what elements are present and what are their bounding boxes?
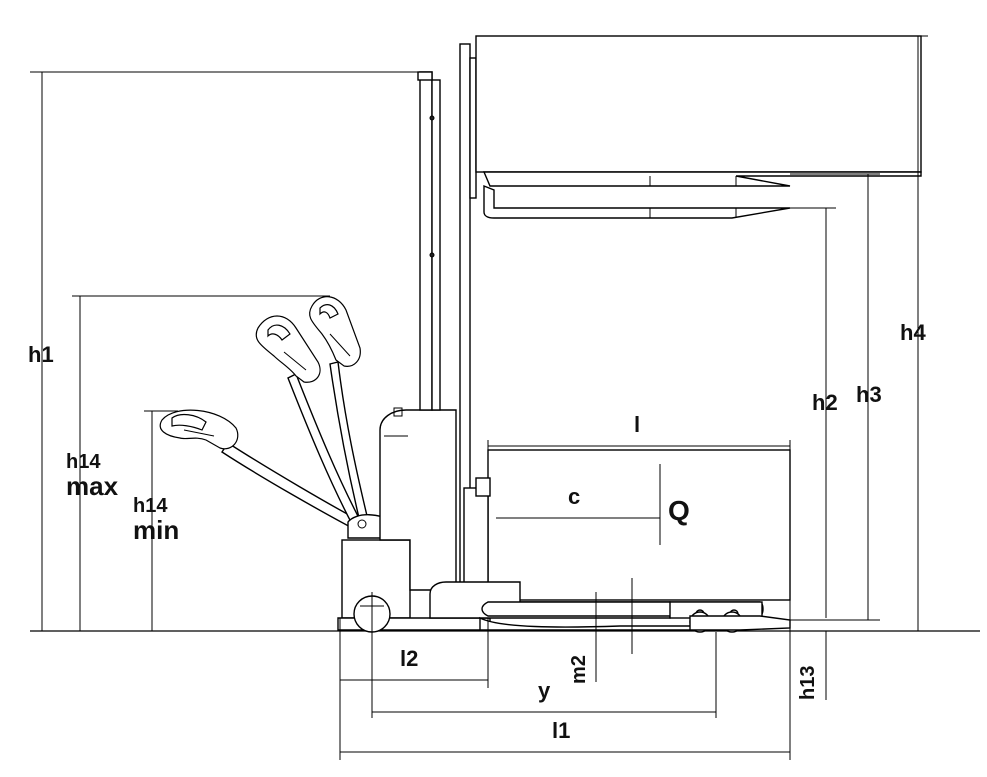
raised-load <box>475 35 922 219</box>
dimension-l: l <box>487 412 791 760</box>
lowered-load <box>463 449 791 601</box>
label-l: l <box>634 412 640 437</box>
tiller-head-high <box>309 296 361 367</box>
chassis-body <box>337 407 491 642</box>
label-h14-min-top: h14 <box>133 495 168 517</box>
dimension-h1: h1 <box>28 71 428 631</box>
label-l1: l1 <box>552 718 570 743</box>
label-q: Q <box>668 495 690 526</box>
dimension-c: c Q <box>496 464 690 545</box>
dimension-l2: l2 <box>339 618 489 760</box>
tiller-head-mid <box>255 315 321 383</box>
dimension-l1: l1 <box>340 718 790 753</box>
label-h1: h1 <box>28 342 54 367</box>
tiller-head-low <box>159 409 239 450</box>
dimension-h14-max: h14 max <box>66 295 330 631</box>
label-l2: l2 <box>400 646 418 671</box>
label-h3: h3 <box>856 382 882 407</box>
label-y: y <box>538 678 551 703</box>
label-h14-min-bottom: min <box>133 515 179 545</box>
dimension-h13: h13 <box>790 619 840 700</box>
label-c: c <box>568 484 580 509</box>
label-h13: h13 <box>797 666 819 700</box>
dimension-m2: m2 <box>568 578 633 684</box>
label-h2: h2 <box>812 390 838 415</box>
label-h14-max-top: h14 <box>66 451 101 473</box>
label-m2: m2 <box>568 655 590 684</box>
tiller-arms <box>221 361 369 531</box>
dimension-y: y <box>371 632 717 718</box>
label-h14-max-bottom: max <box>66 471 119 501</box>
dimension-h4: h4 <box>900 35 928 631</box>
fork-base <box>429 581 791 633</box>
dimension-h14-min: h14 min <box>133 410 179 631</box>
dimension-h2: h2 <box>790 207 838 618</box>
dimension-h3: h3 <box>790 173 882 621</box>
label-h4: h4 <box>900 320 926 345</box>
